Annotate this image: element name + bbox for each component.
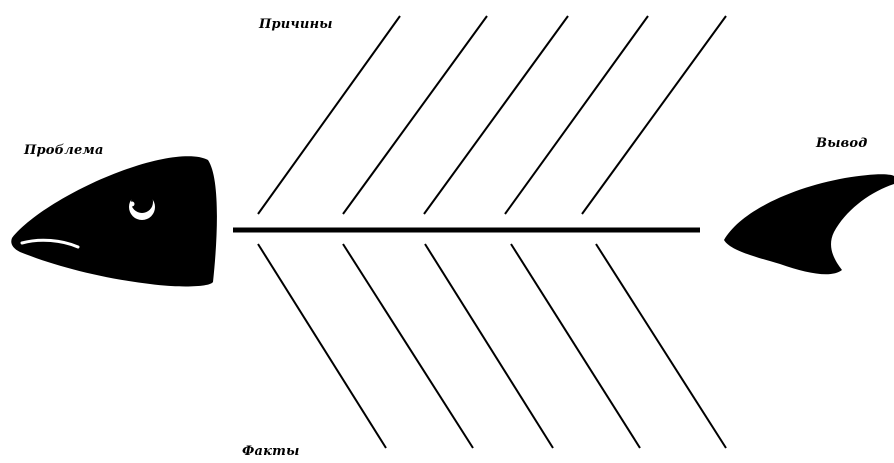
facts-label: Факты: [242, 444, 300, 459]
fact-bone: [595, 243, 727, 449]
cause-bone: [342, 15, 488, 215]
fact-bone: [257, 243, 387, 449]
fact-bone: [342, 243, 474, 449]
cause-bone: [581, 15, 727, 215]
conclusion-label: Вывод: [816, 136, 868, 151]
fact-bone: [424, 243, 554, 449]
causes-label: Причины: [259, 17, 333, 32]
fact-bone: [510, 243, 641, 449]
cause-bone: [423, 15, 569, 215]
cause-bone: [257, 15, 401, 215]
fish-head-icon: [11, 156, 217, 287]
fish-tail-icon: [724, 174, 894, 275]
cause-bone: [504, 15, 649, 215]
lower-bones: [257, 243, 727, 449]
upper-bones: [257, 15, 727, 215]
problem-label: Проблема: [24, 143, 104, 158]
